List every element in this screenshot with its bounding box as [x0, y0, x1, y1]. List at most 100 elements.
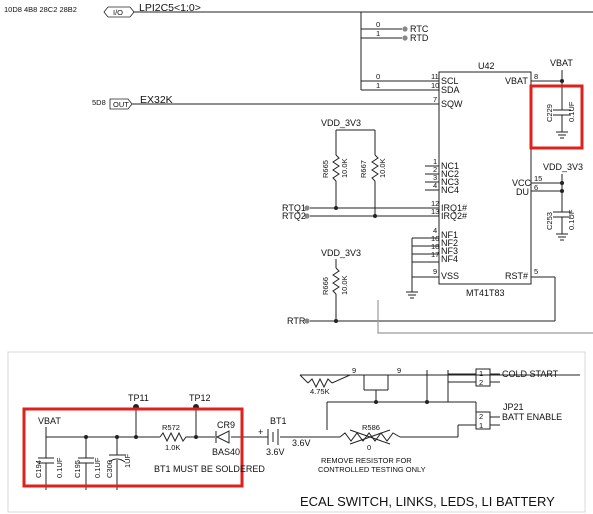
u42-left-pins: SCL 11 SDA 10 SQW 7 NC1 1 NC2 2 NC3 3 NC… — [425, 72, 467, 281]
pin9-label-b: 9 — [397, 366, 401, 375]
svg-text:IRQ1#: IRQ1# — [441, 203, 467, 213]
svg-text:1: 1 — [479, 369, 483, 378]
rtq2-label: RTQ2 — [282, 211, 306, 221]
cr9-value: BAS40 — [212, 447, 240, 457]
vbat-label-lower: VBAT — [38, 416, 61, 426]
rtd-label: RTD — [410, 33, 429, 43]
r665-ref: R665 — [321, 160, 330, 178]
svg-text:4: 4 — [433, 181, 437, 190]
cold-start-header — [475, 368, 491, 387]
svg-text:6: 6 — [534, 183, 538, 192]
battery-plus-sign: + — [258, 427, 263, 437]
c300-value: 1UF — [123, 453, 132, 468]
svg-text:NC3: NC3 — [441, 177, 459, 187]
svg-text:NF1: NF1 — [441, 230, 458, 240]
c253-value: 0.1UF — [567, 209, 576, 230]
ground-icon — [406, 291, 418, 299]
r586-ref: R586 — [362, 423, 380, 432]
bt1-ref: BT1 — [270, 416, 287, 426]
svg-text:OUT: OUT — [113, 100, 129, 109]
svg-text:2: 2 — [433, 165, 437, 174]
svg-text:4: 4 — [433, 226, 437, 235]
vbat-label-top: VBAT — [550, 58, 573, 68]
svg-text:RST#: RST# — [505, 271, 528, 281]
batt-enable-header — [475, 411, 491, 430]
grey-trace — [377, 300, 593, 334]
svg-text:NC4: NC4 — [441, 185, 459, 195]
svg-text:11: 11 — [431, 72, 439, 81]
rtd-port — [402, 35, 408, 41]
u42-part: MT41T83 — [466, 288, 505, 298]
rtq1-port — [304, 205, 310, 211]
c195-value: 0.1UF — [93, 457, 102, 478]
lower-schematic-panel — [7, 351, 586, 513]
r586-note-line2: CONTROLLED TESTING ONLY — [318, 465, 426, 474]
svg-text:10: 10 — [431, 81, 439, 90]
svg-text:VCC: VCC — [512, 178, 532, 188]
net-3v6-label: 3.6V — [292, 438, 311, 448]
highlight-box-battery — [22, 407, 244, 488]
svg-text:NF4: NF4 — [441, 254, 458, 264]
rtd-bit: 1 — [376, 29, 380, 38]
svg-text:NC2: NC2 — [441, 169, 459, 179]
svg-text:13: 13 — [431, 207, 439, 216]
rtc-label: RTC — [410, 24, 429, 34]
r572-value: 1.0K — [165, 443, 180, 452]
svg-text:8: 8 — [534, 72, 538, 81]
rtc-bit: 0 — [376, 20, 380, 29]
c194-ref: C194 — [34, 460, 43, 478]
resistor-4-75k-icon — [307, 377, 333, 389]
tp12-ref: TP12 — [189, 393, 211, 403]
r586-value: 0 — [367, 443, 371, 452]
c253-ref: C253 — [545, 212, 554, 230]
cr9-diode-icon — [215, 430, 230, 444]
bt1-note: BT1 MUST BE SOLDERED — [154, 464, 265, 474]
bus-name: LPI2C5<1:0> — [139, 2, 201, 14]
r665-resistor-icon — [332, 154, 340, 182]
rtr-label: RTR — [287, 316, 306, 326]
pin9-label-a: 9 — [352, 366, 356, 375]
cr9-ref: CR9 — [217, 420, 235, 430]
svg-text:SDA: SDA — [441, 85, 460, 95]
r572-resistor-icon — [159, 431, 188, 443]
svg-text:1: 1 — [433, 157, 437, 166]
vdd-3v3-label-b: VDD_3V3 — [321, 248, 361, 258]
svg-text:15: 15 — [534, 174, 542, 183]
r586-resistor-icon — [339, 432, 401, 442]
u42-right-pins: VBAT 8 VCC 15 DU 6 RST# 5 — [505, 72, 542, 281]
svg-text:VBAT: VBAT — [505, 76, 528, 86]
svg-text:NF2: NF2 — [441, 238, 458, 248]
clk-out-flag: OUT — [109, 98, 133, 110]
svg-text:7: 7 — [433, 95, 437, 104]
svg-text:NC1: NC1 — [441, 161, 459, 171]
vdd-3v3-label-c: VDD_3V3 — [543, 162, 583, 172]
svg-text:IRQ2#: IRQ2# — [441, 211, 467, 221]
svg-text:NF3: NF3 — [441, 246, 458, 256]
resistor-4-75k-value: 4.75K — [310, 387, 330, 396]
vdd-3v3-label-a: VDD_3V3 — [321, 118, 361, 128]
c300-ref: C300 — [105, 460, 114, 478]
cold-start-label: COLD START — [502, 369, 559, 379]
svg-text:9: 9 — [433, 267, 437, 276]
rtq1-label: RTQ1 — [282, 203, 306, 213]
jp21-ref: JP21 — [503, 402, 524, 412]
c229-ref: C229 — [545, 104, 554, 122]
svg-text:2: 2 — [479, 412, 483, 421]
ground-icon — [556, 233, 568, 241]
r666-ref: R666 — [321, 277, 330, 295]
svg-text:3: 3 — [433, 173, 437, 182]
batt-enable-label: BATT ENABLE — [502, 412, 562, 422]
r667-resistor-icon — [371, 154, 379, 182]
rtq2-port — [304, 213, 310, 219]
ground-icon — [556, 131, 568, 139]
c195-ref: C195 — [73, 460, 82, 478]
bt1-value: 3.6V — [266, 447, 285, 457]
r666-value: 10.0K — [340, 275, 349, 295]
svg-text:12: 12 — [431, 199, 439, 208]
r572-ref: R572 — [162, 423, 180, 432]
r586-note-line1: REMOVE RESISTOR FOR — [321, 456, 412, 465]
r667-ref: R667 — [359, 160, 368, 178]
tp11-ref: TP11 — [128, 393, 149, 403]
clk-offpage-ref: 5D8 — [92, 98, 106, 107]
